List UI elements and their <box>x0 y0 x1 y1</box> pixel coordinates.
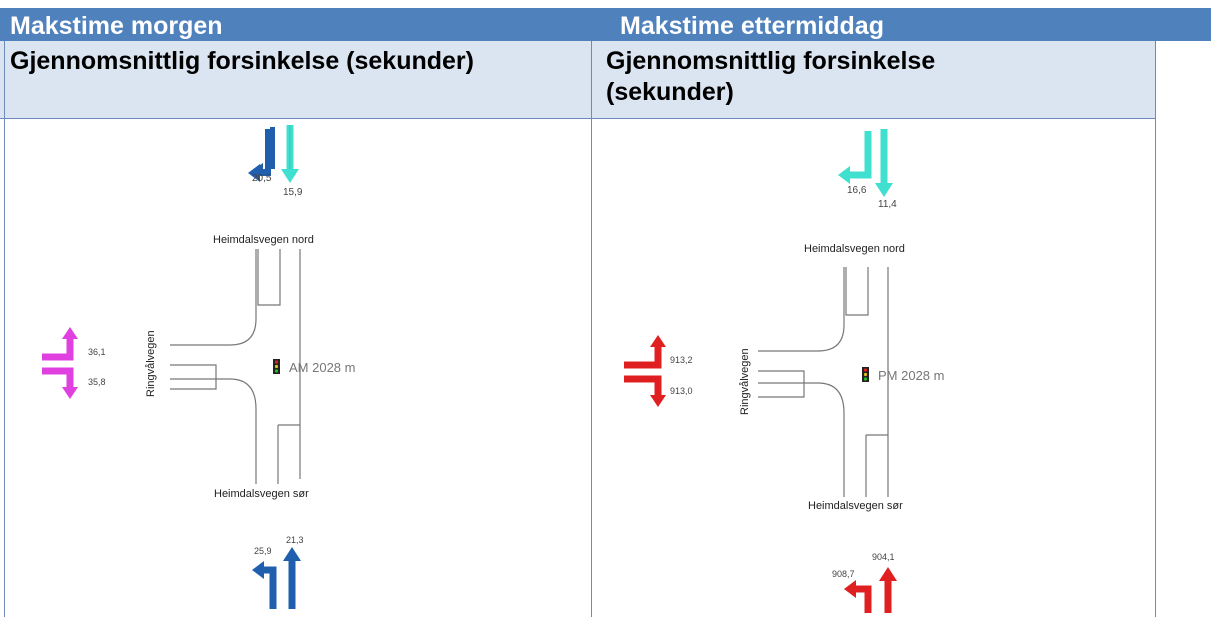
pm-road-lines <box>758 267 889 497</box>
pm-south-through-arrow <box>879 567 897 613</box>
am-west-right-arrow <box>42 367 78 399</box>
pm-west-road-label: Ringvålvegen <box>739 348 751 415</box>
am-west-road-label: Ringvålvegen <box>145 330 157 397</box>
am-north-road-label: Heimdalsvegen nord <box>213 234 314 246</box>
header-row <box>0 8 1211 41</box>
am-north-left-value: 20,5 <box>252 173 272 184</box>
pm-west-left-arrow <box>624 335 666 369</box>
pm-west-right-arrow <box>624 375 666 407</box>
pm-north-left-arrow <box>838 131 872 184</box>
row-divider <box>0 118 1156 119</box>
am-intersection-diagram: 20,5 15,9 Heimdalsvegen nord Heimdalsveg… <box>34 119 355 617</box>
col-border-left <box>4 41 5 617</box>
am-west-panel <box>34 291 114 439</box>
pm-west-right-value: 913,0 <box>670 386 693 396</box>
pm-north-through-arrow <box>875 129 893 197</box>
am-south-road-label: Heimdalsvegen sør <box>214 488 309 500</box>
am-north-left-arrow <box>248 127 275 182</box>
am-west-left-arrow <box>42 327 78 361</box>
am-south-through-arrow <box>283 547 301 609</box>
col-divider <box>591 41 592 617</box>
am-north-through-value: 15,9 <box>283 187 303 198</box>
subheader-left: Gjennomsnittlig forsinkelse (sekunder) <box>10 47 474 75</box>
pm-traffic-light-icon <box>862 367 869 382</box>
pm-north-left-value: 16,6 <box>847 185 867 196</box>
am-south-left-arrow <box>252 561 277 609</box>
pm-south-left-value: 908,7 <box>832 569 855 579</box>
am-scenario-label: AM 2028 m <box>289 360 355 375</box>
pm-south-road-label: Heimdalsvegen sør <box>808 500 903 512</box>
am-north-through-arrow <box>281 125 299 183</box>
subheader-right: Gjennomsnittlig forsinkelse (sekunder) <box>606 47 936 106</box>
pm-west-left-value: 913,2 <box>670 355 693 365</box>
col-border-right <box>1155 41 1156 617</box>
pm-west-panel <box>620 299 704 449</box>
header-left: Makstime morgen <box>10 12 223 40</box>
am-south-through-value: 21,3 <box>286 535 304 545</box>
pm-south-panel <box>784 531 974 617</box>
pm-south-left-arrow <box>844 580 872 613</box>
subheader-row <box>0 41 1156 118</box>
am-road-lines <box>170 249 301 484</box>
am-traffic-light-icon <box>273 359 280 374</box>
pm-south-through-value: 904,1 <box>872 552 895 562</box>
pm-north-road-label: Heimdalsvegen nord <box>804 243 905 255</box>
am-west-right-value: 35,8 <box>88 377 106 387</box>
pm-intersection-diagram: 16,6 11,4 Heimdalsvegen nord Heimdalsveg… <box>620 119 976 617</box>
pm-north-through-value: 11,4 <box>878 199 897 210</box>
am-south-left-value: 25,9 <box>254 546 272 556</box>
am-west-left-value: 36,1 <box>88 347 106 357</box>
header-right: Makstime ettermiddag <box>620 12 884 40</box>
pm-scenario-label: PM 2028 m <box>878 368 944 383</box>
